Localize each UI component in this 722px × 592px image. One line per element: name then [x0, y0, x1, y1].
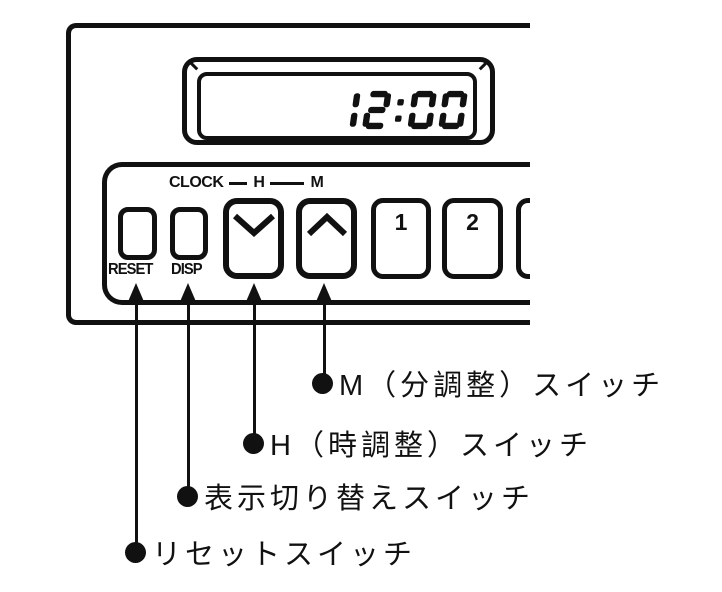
bullet-icon: [312, 372, 333, 394]
callout-display-toggle-switch: 表示切り替えスイッチ: [177, 475, 534, 517]
hour-adjust-button[interactable]: [223, 198, 284, 279]
callout-label: M（分調整）スイッチ: [339, 370, 665, 402]
callout-label: 表示切り替えスイッチ: [204, 483, 535, 515]
clock-hm-header: CLOCK H M: [169, 174, 324, 191]
callout-label: H（時調整）スイッチ: [270, 430, 592, 462]
callout-arrow-hour: [245, 283, 263, 304]
reset-button-caption: RESET: [108, 261, 153, 278]
reset-button[interactable]: [118, 207, 157, 260]
chevron-up-icon: [306, 213, 347, 237]
hour-header-label: H: [253, 174, 265, 191]
preset-1-label: 1: [394, 209, 408, 235]
header-dash: [229, 181, 248, 185]
callout-line-minute: [322, 299, 326, 383]
callout-line-disp: [186, 299, 190, 496]
clock-header-label: CLOCK: [169, 174, 224, 191]
callout-arrow-disp: [179, 283, 197, 304]
callout-arrow-reset: [127, 283, 145, 304]
callout-line-reset: [134, 299, 138, 552]
disp-button[interactable]: [170, 207, 208, 260]
bullet-icon: [125, 541, 146, 563]
callout-label: リセットスイッチ: [152, 539, 417, 571]
preset-3-button-partial[interactable]: [516, 198, 530, 279]
disp-button-caption: DISP: [171, 261, 203, 278]
callout-arrow-minute: [315, 283, 333, 304]
clock-display: [197, 72, 477, 140]
preset-2-label: 2: [466, 209, 479, 235]
radio-faceplate: [66, 23, 530, 325]
minute-header-label: M: [310, 174, 324, 191]
callout-reset-switch: リセットスイッチ: [125, 531, 416, 573]
bullet-icon: [177, 485, 198, 507]
chevron-down-icon: [232, 213, 275, 237]
preset-2-button[interactable]: 2: [442, 198, 503, 279]
bullet-icon: [243, 432, 264, 454]
callout-minute-switch: M（分調整）スイッチ: [312, 362, 664, 404]
callout-line-hour: [252, 299, 256, 443]
callout-hour-switch: H（時調整）スイッチ: [243, 422, 592, 464]
preset-1-button[interactable]: 1: [371, 198, 431, 279]
seven-segment-time: [349, 90, 468, 130]
header-dash: [270, 181, 305, 185]
minute-adjust-button[interactable]: [296, 198, 357, 279]
